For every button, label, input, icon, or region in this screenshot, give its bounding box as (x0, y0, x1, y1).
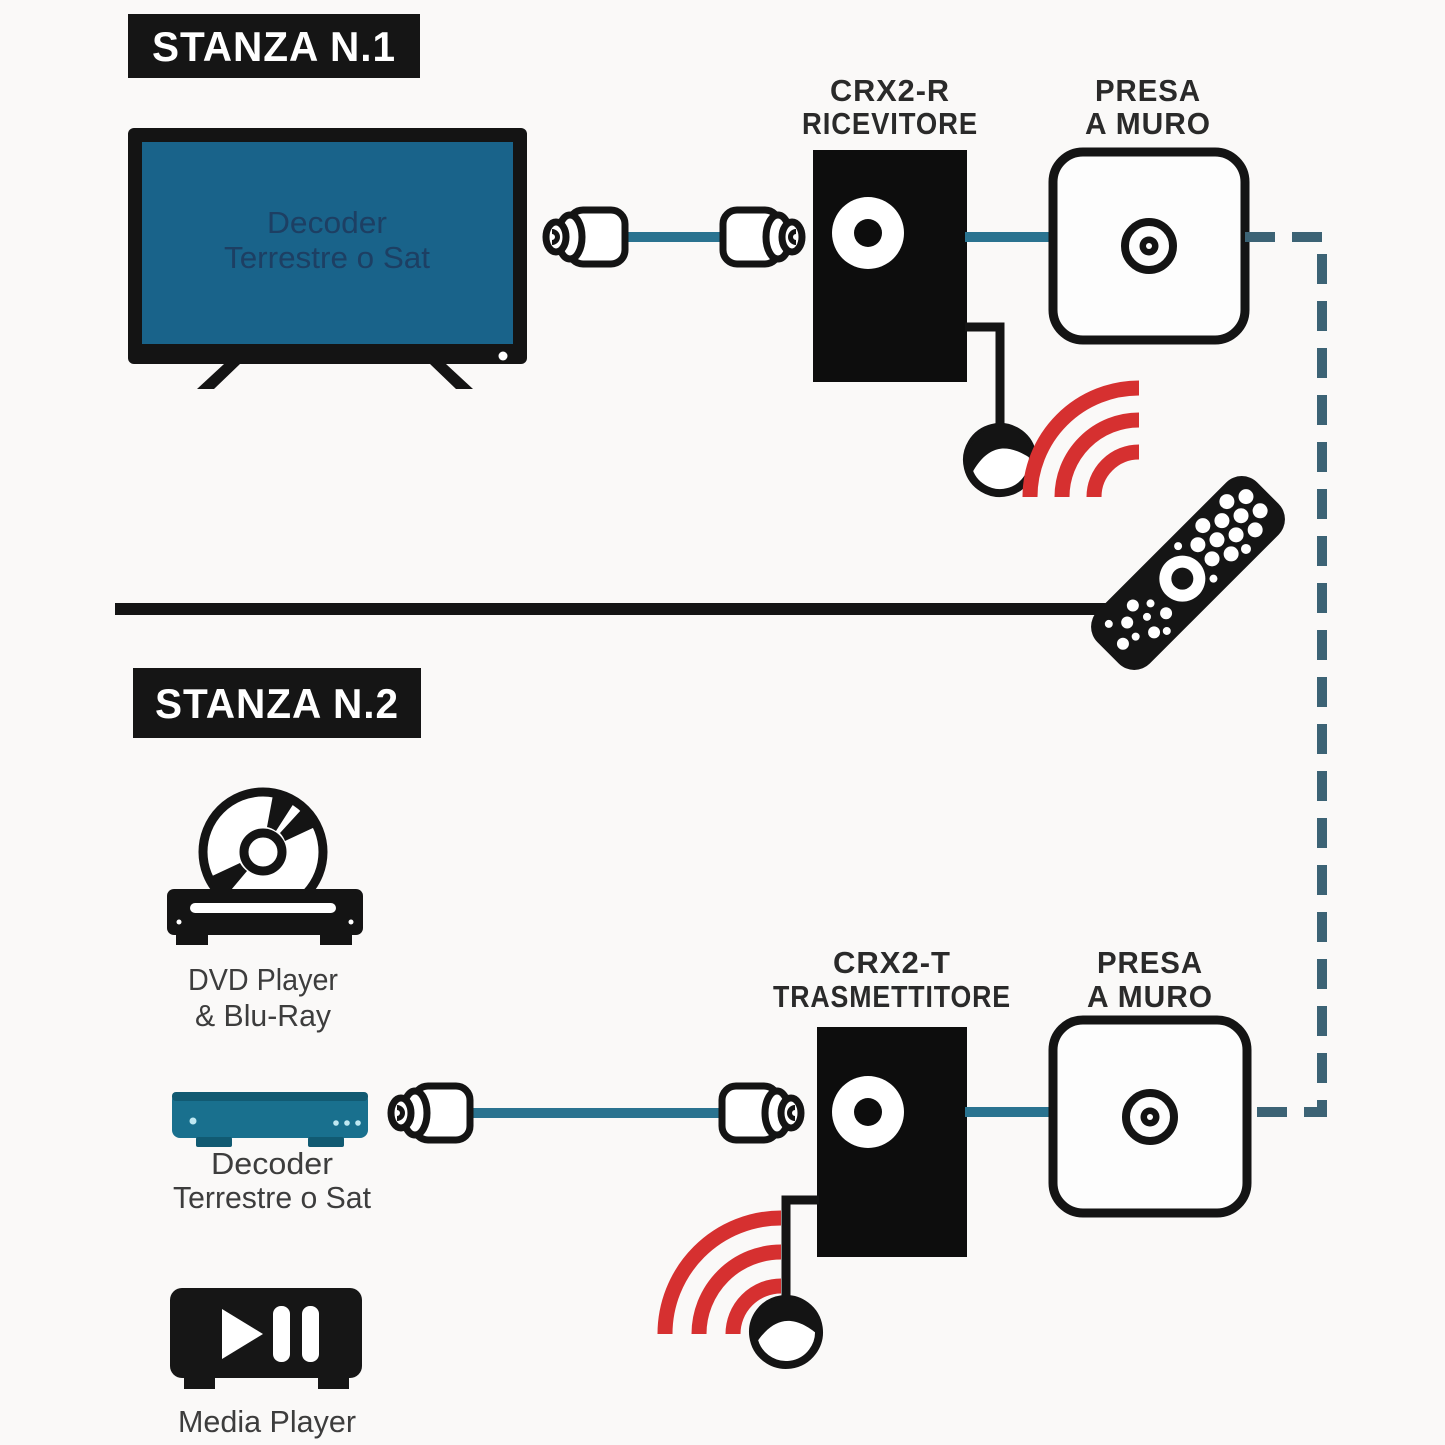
transmitter-label-line1: CRX2-T (833, 945, 951, 980)
media-player-icon (170, 1288, 362, 1389)
decoder-box-icon (172, 1092, 368, 1147)
dvd-player-icon (167, 787, 363, 945)
dvd-player-caption-line2: & Blu-Ray (195, 998, 331, 1033)
play-icon (222, 1309, 263, 1359)
tv-screen-text-line2: Terrestre o Sat (224, 240, 430, 275)
decoder-led (189, 1117, 197, 1125)
room1-socket-label-line1: PRESA (1095, 73, 1201, 108)
receiver-label-line1: CRX2-R (830, 73, 950, 108)
ir-waves-room1-icon (1022, 380, 1140, 498)
remote-control-icon (1091, 476, 1285, 670)
room2-socket-label-line1: PRESA (1097, 945, 1203, 980)
room1-title: STANZA N.1 (152, 23, 396, 70)
tv-icon: Decoder Terrestre o Sat (128, 128, 527, 389)
tv-power-led (498, 351, 508, 361)
room2-title: STANZA N.2 (155, 680, 399, 727)
decoder-caption-line1: Decoder (211, 1146, 333, 1181)
transmitter-label-line2: TRASMETTITORE (773, 979, 1011, 1014)
in-wall-coax-dashed-line (1245, 232, 1327, 1117)
decoder-caption-line2: Terrestre o Sat (173, 1180, 371, 1215)
ir-waves-room2-icon (657, 1210, 782, 1335)
ir-receiver-wire (965, 322, 1005, 427)
media-player-caption: Media Player (178, 1404, 356, 1439)
receiver-label-line2: RICEVITORE (802, 106, 978, 141)
room-divider-line (115, 603, 1142, 615)
receiver-box-icon (813, 150, 967, 382)
tv-leg-right (430, 364, 473, 389)
ir-emitter-eye-icon (749, 1295, 824, 1370)
wall-socket-room2-icon (1048, 1015, 1252, 1218)
transmitter-box-icon (817, 1027, 967, 1257)
pause-icon (273, 1306, 290, 1362)
room1-socket-label-line2: A MURO (1085, 106, 1211, 141)
ir-emitter-wire (781, 1195, 819, 1299)
wall-socket-room1-icon (1048, 147, 1250, 345)
dvd-tray-slot (190, 903, 336, 913)
room2-title-badge: STANZA N.2 (133, 668, 421, 738)
room2-socket-label-line2: A MURO (1087, 979, 1213, 1014)
dvd-player-caption-line1: DVD Player (188, 962, 338, 997)
room1-title-badge: STANZA N.1 (128, 14, 420, 78)
tv-leg-left (197, 364, 240, 389)
tv-screen-text-line1: Decoder (267, 205, 387, 240)
